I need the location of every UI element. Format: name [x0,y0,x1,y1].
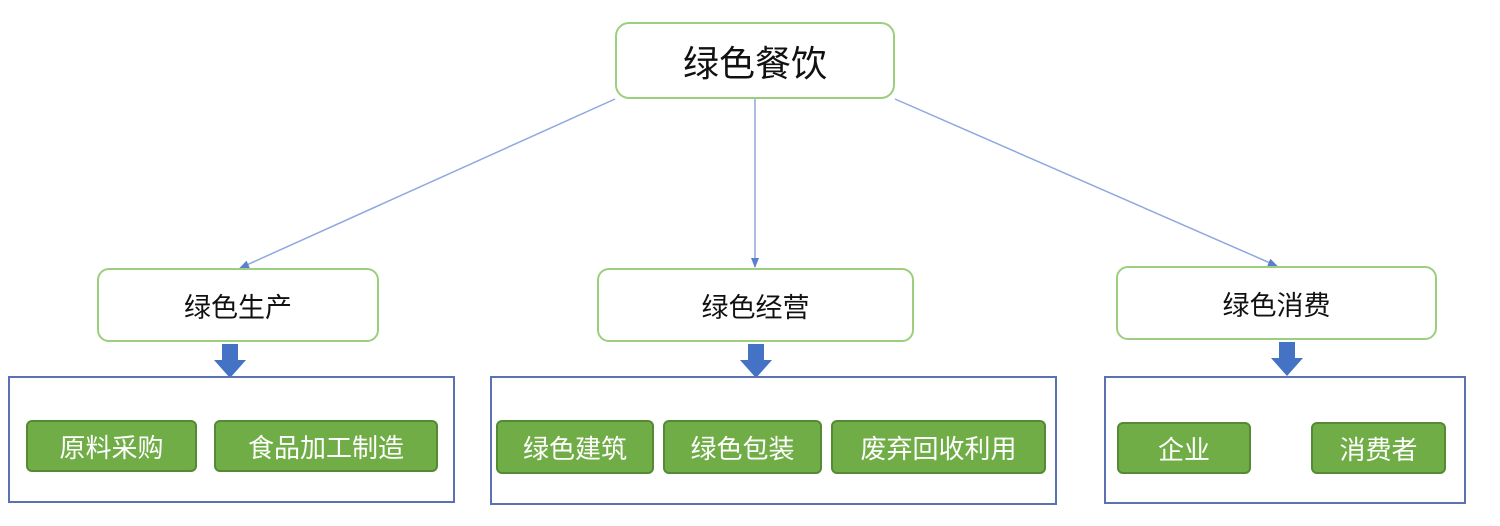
category-node-green-operation: 绿色经营 [597,268,914,342]
category-label: 绿色消费 [1222,290,1331,322]
connector-root-to-production [239,98,616,269]
block-arrow-operation [740,344,772,378]
item-food-processing: 食品加工制造 [214,420,438,472]
category-label: 绿色生产 [184,292,292,324]
item-enterprise: 企业 [1117,422,1251,474]
connector-root-to-consumption [894,98,1278,267]
item-raw-material-purchasing: 原料采购 [26,420,197,472]
item-green-packaging: 绿色包装 [663,420,822,474]
item-label: 绿色包装 [690,434,795,465]
item-consumer: 消费者 [1311,422,1446,474]
item-green-building: 绿色建筑 [496,420,654,474]
item-label: 废弃回收利用 [860,434,1017,465]
category-node-green-consumption: 绿色消费 [1116,266,1437,340]
item-label: 消费者 [1339,435,1418,466]
block-arrow-consumption [1271,342,1303,376]
item-label: 原料采购 [59,433,164,464]
item-label: 绿色建筑 [522,434,627,465]
root-label: 绿色餐饮 [682,43,827,85]
category-label: 绿色经营 [701,292,810,324]
item-label: 食品加工制造 [247,433,404,464]
block-arrow-production [214,344,246,378]
category-node-green-production: 绿色生产 [97,268,379,342]
item-label: 企业 [1157,435,1210,466]
item-waste-recycling: 废弃回收利用 [831,420,1046,474]
root-node-green-catering: 绿色餐饮 [615,22,895,99]
